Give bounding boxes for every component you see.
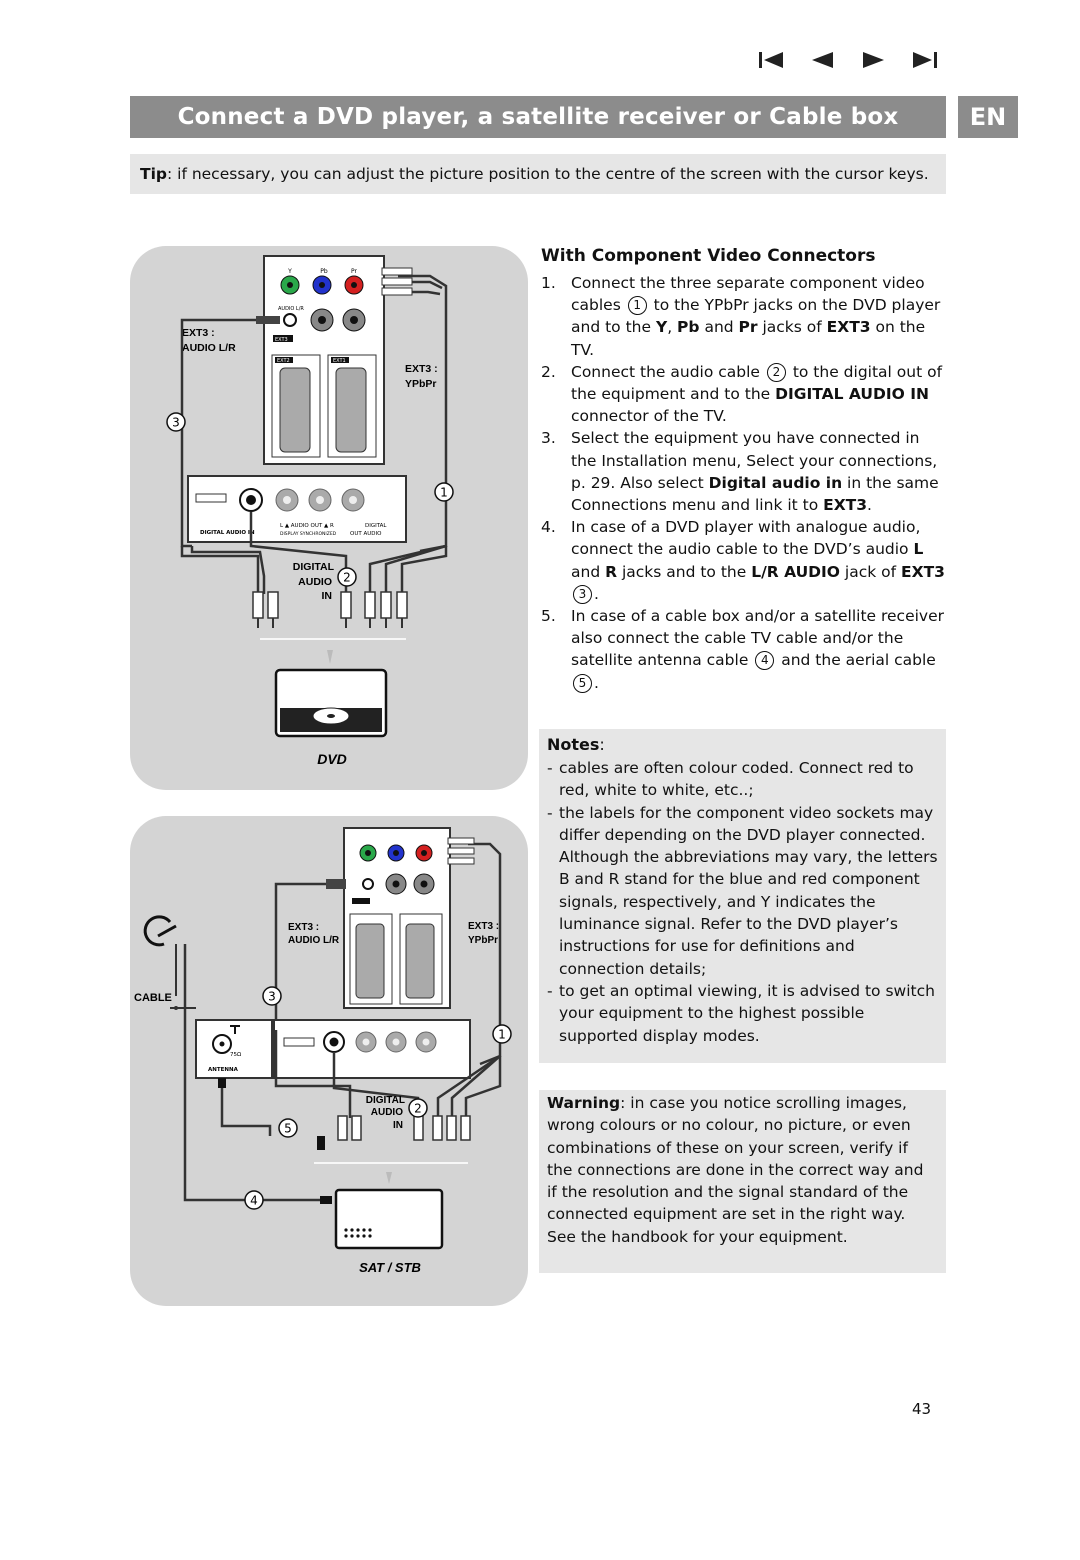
notes-box: Notes: -cables are often colour coded. C… — [539, 729, 946, 1063]
svg-text:L ▲ AUDIO OUT ▲ R: L ▲ AUDIO OUT ▲ R — [280, 523, 334, 529]
ext3-audio-label-1: EXT3 : — [288, 922, 319, 933]
audio-lr-jack — [283, 313, 297, 327]
title-banner: Connect a DVD player, a satellite receiv… — [130, 96, 946, 138]
notes-title: Notes: — [547, 735, 605, 754]
last-page-icon[interactable] — [910, 48, 940, 72]
step-item: 1.Connect the three separate component v… — [541, 274, 941, 359]
callout-ref: 4 — [755, 651, 775, 671]
note-item: -cables are often colour coded. Connect … — [547, 759, 914, 800]
first-page-icon[interactable] — [756, 48, 786, 72]
step-number: 5. — [541, 607, 556, 626]
digital-label: DIGITAL — [293, 561, 335, 573]
note-item: -to get an optimal viewing, it is advise… — [547, 981, 935, 1045]
svg-text:4: 4 — [250, 1194, 258, 1208]
svg-text:75Ω: 75Ω — [230, 1052, 241, 1058]
sat-stb-connection-diagram: CABLE EXT3 : AUDIO L/R EXT3 : YPbPr 3 1 … — [130, 816, 528, 1306]
callout-5 — [278, 1118, 298, 1138]
note-item: -the labels for the component video sock… — [547, 803, 938, 978]
page-navigation — [756, 48, 940, 72]
svg-text:2: 2 — [343, 571, 351, 585]
tip-box: Tip: if necessary, you can adjust the pi… — [130, 154, 946, 194]
callout-ref: 3 — [573, 584, 592, 604]
cable-label: CABLE — [134, 992, 172, 1004]
svg-text:DIGITAL AUDIO IN: DIGITAL AUDIO IN — [200, 530, 255, 536]
callout-3 — [262, 986, 282, 1006]
callout-ref: 2 — [766, 362, 786, 382]
steps-list: 1.Connect the three separate component v… — [541, 272, 946, 694]
dvd-label: DVD — [317, 751, 347, 767]
tip-text: : if necessary, you can adjust the pictu… — [166, 165, 929, 183]
step-number: 4. — [541, 518, 556, 537]
ext3-ypbpr-label-1: EXT3 : — [405, 363, 438, 375]
page-number: 43 — [912, 1400, 932, 1418]
satellite-dish-icon — [143, 915, 177, 947]
dvd-connection-diagram: Y Pb Pr AUDIO L/R EXT3 EXT2 EXT1 EXT3 : … — [130, 246, 528, 790]
dvd-output-panel — [187, 475, 407, 543]
svg-text:DISPLAY SYNCHRONIZED: DISPLAY SYNCHRONIZED — [280, 531, 337, 537]
ext3-ypbpr-label-2: YPbPr — [468, 935, 498, 946]
step-number: 2. — [541, 362, 556, 381]
ext3-ypbpr-label-1: EXT3 : — [468, 921, 499, 932]
callout-4 — [244, 1190, 264, 1210]
previous-page-icon[interactable] — [807, 48, 837, 72]
language-badge: EN — [958, 96, 1018, 138]
step-item: 3.Select the equipment you have connecte… — [541, 429, 939, 515]
warning-text: : in case you notice scrolling images, w… — [547, 1094, 924, 1246]
pr-label: Pr — [351, 268, 358, 275]
callout-1 — [434, 482, 454, 502]
svg-text:OUT AUDIO: OUT AUDIO — [350, 531, 382, 537]
svg-text:ANTENNA: ANTENNA — [208, 1067, 239, 1073]
y-label: Y — [287, 268, 292, 275]
sat-stb-device — [334, 1188, 444, 1250]
warning-label: Warning — [547, 1094, 621, 1112]
sat-stb-label: SAT / STB — [359, 1260, 421, 1275]
pb-label: Pb — [320, 268, 328, 275]
step-item: 4.In case of a DVD player with analogue … — [541, 518, 945, 604]
svg-text:1: 1 — [440, 486, 448, 500]
in-label: IN — [322, 590, 333, 602]
svg-text:EXT2: EXT2 — [277, 358, 290, 364]
callout-3 — [166, 412, 186, 432]
callout-1 — [492, 1024, 512, 1044]
ext3-audio-label-1: EXT3 : — [182, 327, 215, 339]
section-heading: With Component Video Connectors — [541, 246, 876, 266]
component-instructions: With Component Video Connectors 1.Connec… — [541, 244, 946, 694]
digital-label: DIGITAL — [366, 1095, 405, 1106]
ext3-audio-label-2: AUDIO L/R — [288, 935, 340, 946]
page-title: Connect a DVD player, a satellite receiv… — [177, 104, 899, 130]
ext3-ypbpr-label-2: YPbPr — [405, 378, 437, 390]
step-item: 5.In case of a cable box and/or a satell… — [541, 607, 944, 693]
svg-text:2: 2 — [414, 1102, 422, 1116]
svg-text:3: 3 — [172, 416, 180, 430]
svg-text:DIGITAL: DIGITAL — [365, 523, 387, 529]
svg-text:1: 1 — [498, 1028, 506, 1042]
step-item: 2.Connect the audio cable 2 to the digit… — [541, 362, 943, 426]
callout-2 — [337, 567, 357, 587]
next-page-icon[interactable] — [859, 48, 889, 72]
svg-text:5: 5 — [284, 1122, 292, 1136]
audio-label: AUDIO — [371, 1107, 403, 1118]
ext3-audio-label-2: AUDIO L/R — [182, 342, 236, 354]
warning-box: Warning: in case you notice scrolling im… — [539, 1090, 946, 1273]
callout-ref: 1 — [627, 296, 647, 316]
step-number: 1. — [541, 274, 556, 292]
audio-lr-label: AUDIO L/R — [278, 306, 304, 312]
svg-text:EXT1: EXT1 — [333, 358, 346, 364]
tip-label: Tip — [140, 165, 167, 183]
audio-label: AUDIO — [298, 576, 332, 588]
callout-2 — [408, 1098, 428, 1118]
step-number: 3. — [541, 429, 556, 448]
in-label: IN — [393, 1120, 403, 1131]
callout-ref: 5 — [573, 673, 592, 693]
svg-text:3: 3 — [268, 990, 276, 1004]
ext3-tag: EXT3 — [275, 337, 288, 343]
